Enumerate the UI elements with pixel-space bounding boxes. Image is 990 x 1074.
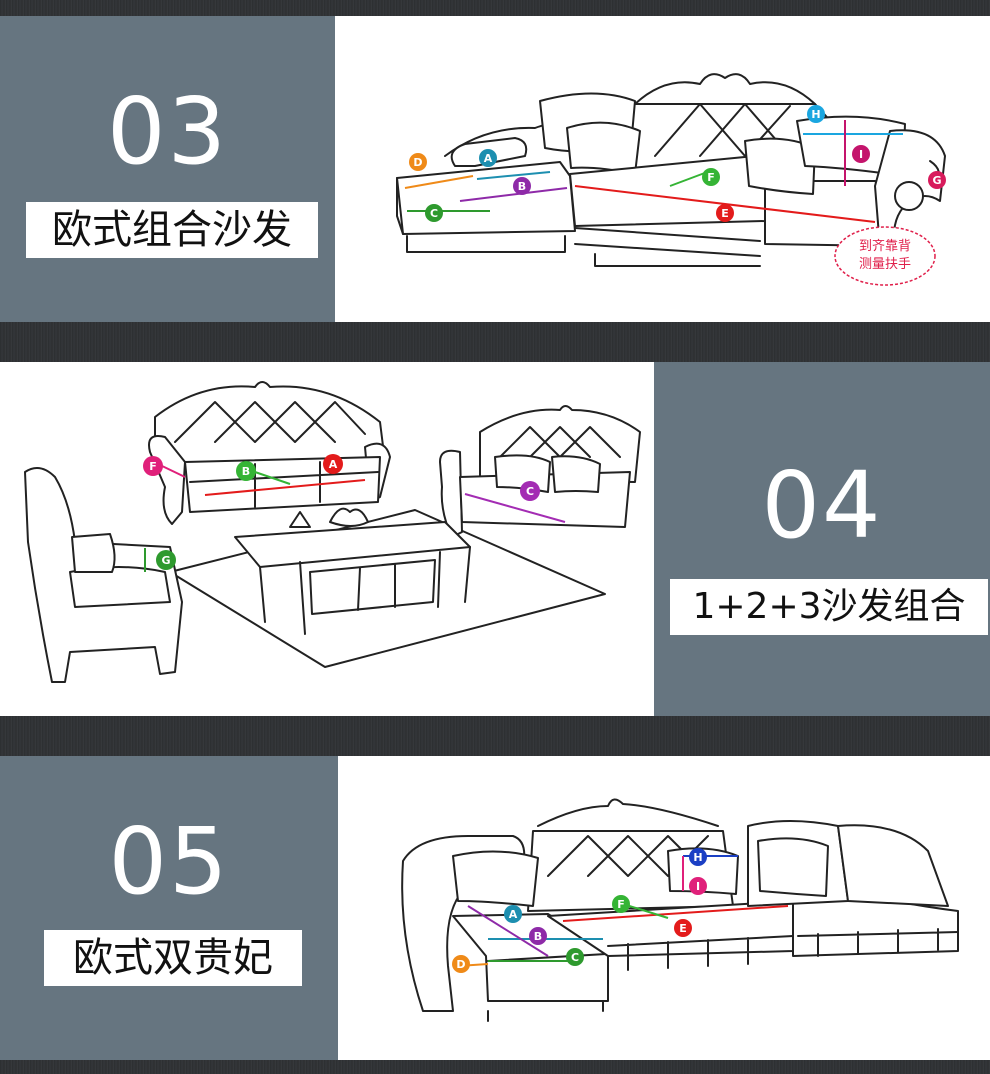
section-03-title-panel: 03 欧式组合沙发	[0, 16, 335, 322]
svg-text:B: B	[242, 465, 250, 478]
section-05-title-panel: 05 欧式双贵妃	[0, 756, 338, 1060]
svg-text:A: A	[509, 908, 518, 921]
section-caption: 1+2+3沙发组合	[670, 579, 988, 635]
l-shaped-sofa-diagram: D A B C F E H I G 到齐靠背 测量扶手	[396, 73, 946, 286]
section-04-title-panel: 04 1+2+3沙发组合	[654, 362, 990, 716]
svg-text:C: C	[430, 207, 438, 220]
svg-text:B: B	[518, 180, 526, 193]
marker-E: E	[674, 919, 692, 937]
marker-I: I	[852, 145, 870, 163]
svg-text:C: C	[571, 951, 579, 964]
section-03-diagram-panel: D A B C F E H I G 到齐靠背 测量扶手	[335, 16, 990, 322]
marker-B: B	[236, 461, 256, 481]
marker-C: C	[566, 948, 584, 966]
note-bubble	[834, 226, 936, 286]
svg-text:G: G	[932, 174, 941, 187]
svg-text:D: D	[456, 958, 465, 971]
section-caption: 欧式双贵妃	[44, 930, 302, 986]
svg-text:A: A	[329, 458, 338, 471]
marker-B: B	[529, 927, 547, 945]
note-line-2: 测量扶手	[859, 257, 911, 272]
note-line-1: 到齐靠背	[859, 238, 911, 254]
svg-text:F: F	[617, 898, 625, 911]
svg-text:A: A	[484, 152, 493, 165]
marker-C: C	[425, 204, 443, 222]
section-number: 04	[761, 452, 883, 559]
marker-F: F	[143, 456, 163, 476]
marker-I: I	[689, 877, 707, 895]
section-04-diagram-panel: F B A C G	[0, 362, 654, 716]
svg-text:F: F	[707, 171, 715, 184]
separator-band-2	[0, 716, 990, 756]
double-chaise-sofa-diagram: A B C D F E H I	[401, 798, 959, 1022]
svg-text:I: I	[696, 880, 700, 893]
marker-G: G	[928, 171, 946, 189]
section-05-diagram-panel: A B C D F E H I	[338, 756, 990, 1060]
marker-H: H	[689, 848, 707, 866]
bottom-band	[0, 1060, 990, 1074]
marker-D: D	[452, 955, 470, 973]
svg-text:E: E	[679, 922, 687, 935]
svg-text:D: D	[413, 156, 422, 169]
top-band	[0, 0, 990, 16]
svg-text:B: B	[534, 930, 542, 943]
marker-E: E	[716, 204, 734, 222]
section-number: 03	[106, 78, 229, 185]
svg-text:F: F	[149, 460, 157, 473]
marker-F: F	[702, 168, 720, 186]
marker-F: F	[612, 895, 630, 913]
marker-C: C	[520, 481, 540, 501]
section-number: 05	[108, 808, 230, 915]
svg-text:H: H	[693, 851, 702, 864]
marker-G: G	[156, 550, 176, 570]
separator-band-1	[0, 322, 990, 362]
svg-text:C: C	[526, 485, 534, 498]
marker-H: H	[807, 105, 825, 123]
marker-A: A	[323, 454, 343, 474]
marker-A: A	[479, 149, 497, 167]
section-caption: 欧式组合沙发	[26, 202, 318, 258]
three-piece-sofa-diagram: F B A C G	[24, 381, 641, 683]
svg-text:G: G	[161, 554, 170, 567]
marker-B: B	[513, 177, 531, 195]
svg-text:I: I	[859, 148, 863, 161]
svg-text:H: H	[811, 108, 820, 121]
marker-D: D	[409, 153, 427, 171]
marker-A: A	[504, 905, 522, 923]
svg-text:E: E	[721, 207, 729, 220]
